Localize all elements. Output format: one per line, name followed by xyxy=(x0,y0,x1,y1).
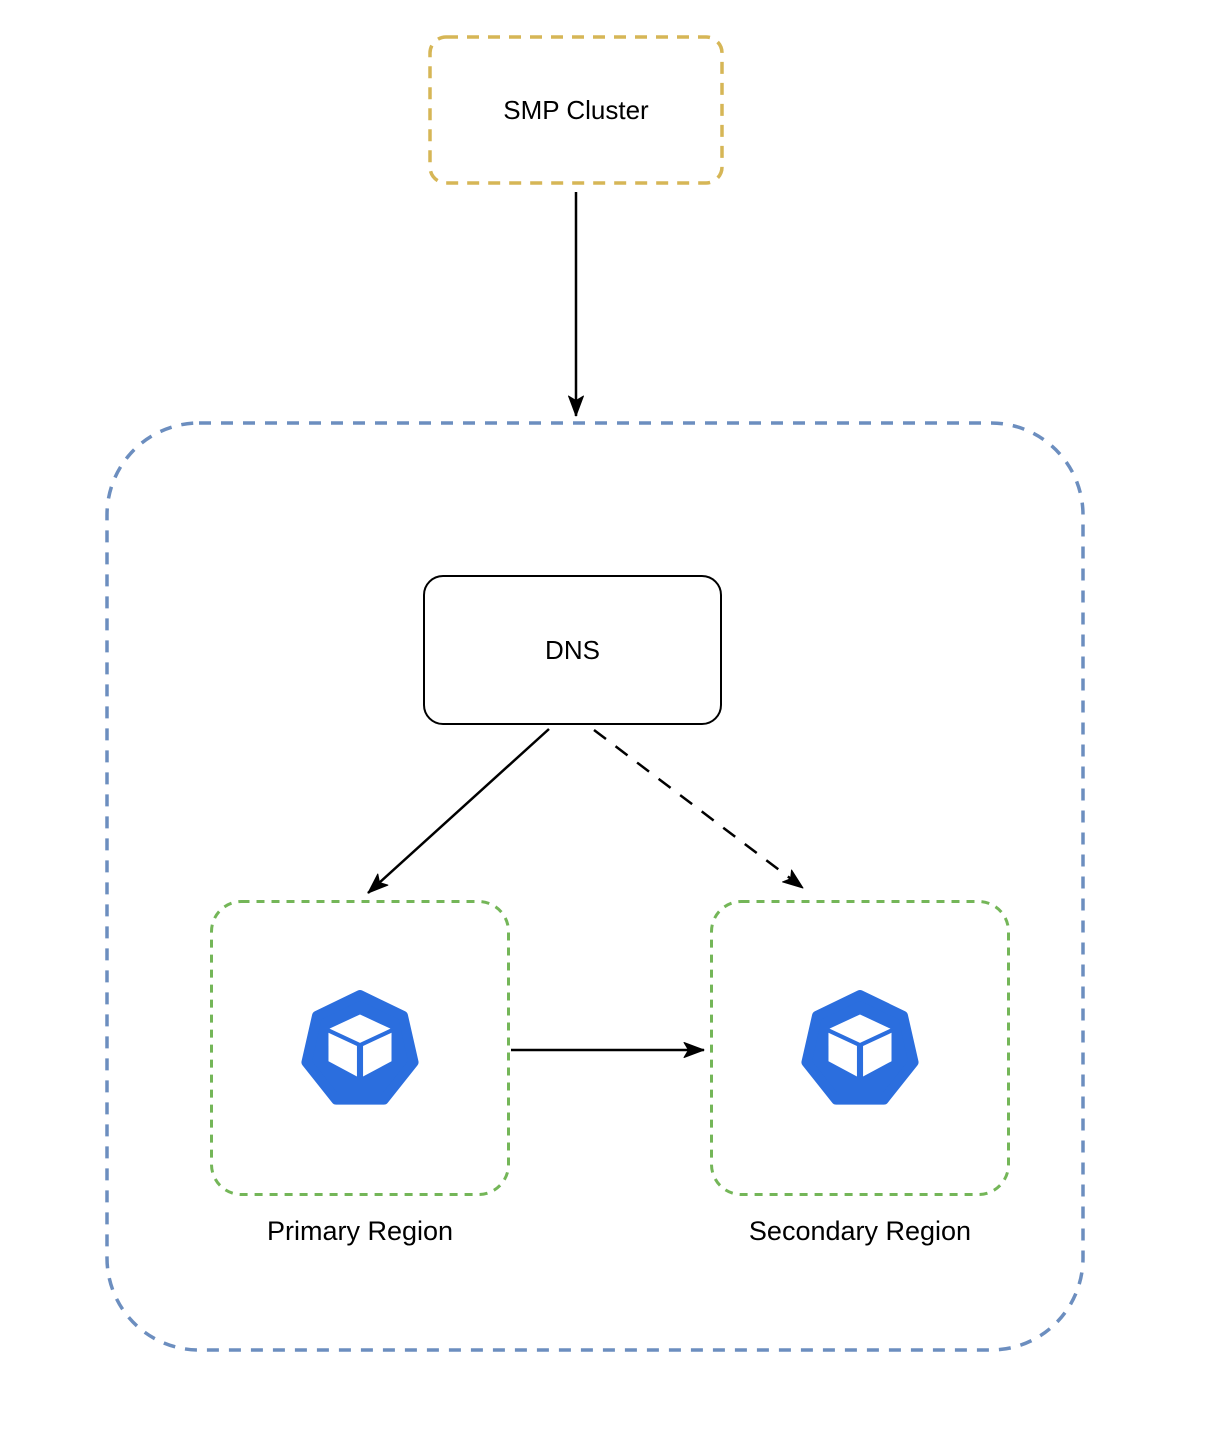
smp-cluster-label: SMP Cluster xyxy=(503,94,649,125)
cube-left-face xyxy=(328,1032,357,1077)
cube-left-face xyxy=(828,1032,857,1077)
primary-region-border xyxy=(210,900,510,1196)
dns-label: DNS xyxy=(545,634,600,665)
cube-right-face xyxy=(363,1032,392,1077)
node-primary-region xyxy=(210,900,510,1196)
smp-cluster-border xyxy=(428,35,724,185)
cube-heptagon-icon xyxy=(801,990,919,1105)
node-dns: DNS xyxy=(423,575,722,725)
regions-container xyxy=(105,421,1085,1352)
regions-container-border xyxy=(105,421,1085,1352)
node-smp-cluster: SMP Cluster xyxy=(428,35,724,185)
secondary-region-border xyxy=(710,900,1010,1196)
secondary-region-label: Secondary Region xyxy=(748,1216,972,1246)
primary-region-label: Primary Region xyxy=(266,1216,454,1246)
cube-heptagon-icon xyxy=(301,990,419,1105)
node-secondary-region xyxy=(710,900,1010,1196)
cube-right-face xyxy=(863,1032,892,1077)
